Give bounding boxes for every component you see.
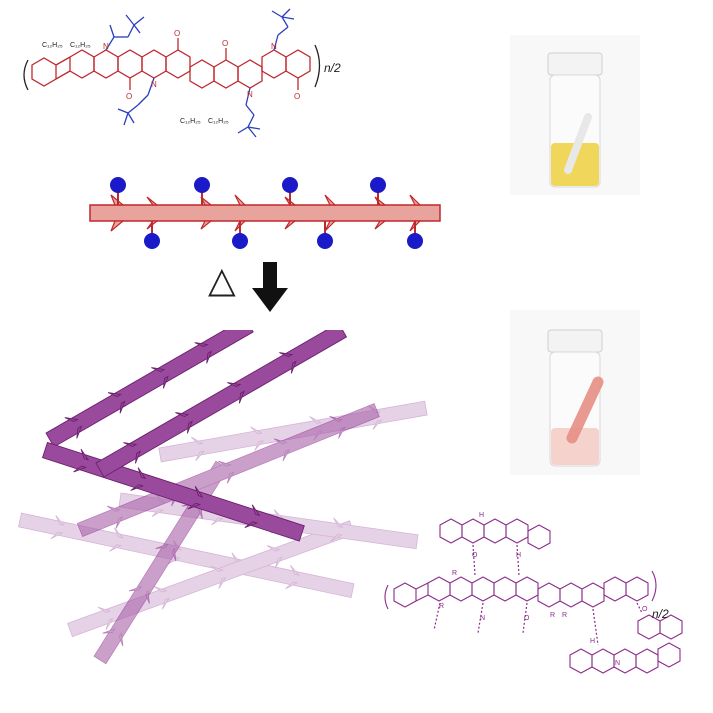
down-arrow-icon-svg (252, 262, 288, 312)
vial-photo-top (510, 35, 640, 195)
atom-n-2: N (151, 80, 157, 89)
polymer-structure-boc-svg: C₁₂H₂₅ C₁₂H₂₅ C₁₂H₂₅ C₁₂H₂₅ N N N N O O … (23, 8, 321, 138)
boc-ball (194, 177, 210, 193)
boc-ball (232, 233, 248, 249)
atom-n-1: N (103, 42, 109, 51)
boc-ball (282, 177, 298, 193)
alkyl-label-right: C₁₂H₂₅ (70, 42, 91, 49)
vial-top-svg (547, 52, 603, 188)
heat-symbol: △ (208, 259, 236, 300)
atom-n-3: N (247, 90, 253, 99)
atom-o-4: O (294, 92, 300, 101)
atom-n-h1: N (480, 615, 485, 622)
alkyl-label-left: C₁₂H₂₅ (42, 42, 63, 49)
atom-h-3: H (590, 638, 595, 645)
fiber-network (10, 317, 440, 680)
boc-ball (317, 233, 333, 249)
atom-n-h2: N (615, 660, 620, 667)
repeat-unit-label-top: n/2 (324, 61, 341, 75)
atom-o-h1: O (472, 552, 478, 559)
atom-h-2: H (516, 552, 521, 559)
repeat-unit-label-bottom: n/2 (652, 607, 669, 621)
atom-n-4: N (271, 42, 277, 51)
fiber-network-svg (18, 317, 428, 665)
atom-h-1: H (479, 512, 484, 519)
boc-ball (144, 233, 160, 249)
boc-polymer-cartoon-svg (89, 177, 441, 249)
atom-o-h2: O (524, 615, 530, 622)
boc-ball (370, 177, 386, 193)
substituent-r-2: R (452, 570, 457, 577)
boc-polymer-cartoon (85, 175, 445, 255)
atom-o-1: O (126, 92, 132, 101)
substituent-r-4: R (562, 612, 567, 619)
boc-ball (407, 233, 423, 249)
vial-bottom-svg (547, 329, 604, 467)
polymer-structure-hbonded: R R R R H O H N O H O N n/2 (380, 505, 705, 705)
polymer-structure-boc: C₁₂H₂₅ C₁₂H₂₅ C₁₂H₂₅ C₁₂H₂₅ N N N N O O … (10, 5, 341, 155)
polymer-structure-hbonded-svg: R R R R H O H N O H O N (384, 512, 683, 674)
down-arrow-icon (252, 262, 288, 319)
substituent-r-3: R (550, 612, 555, 619)
atom-o-3: O (222, 39, 228, 48)
substituent-r-1: R (439, 603, 444, 610)
vial-bottom-liquid (551, 428, 599, 465)
boc-ball (110, 177, 126, 193)
alkyl-label-bottom-left: C₁₂H₂₅ (180, 118, 201, 125)
alkyl-label-bottom-right: C₁₂H₂₅ (208, 118, 229, 125)
atom-o-2: O (174, 29, 180, 38)
vial-photo-bottom (510, 310, 640, 475)
gel-piece (566, 376, 604, 444)
atom-o-h3: O (642, 606, 648, 613)
vial-top-liquid (551, 143, 599, 186)
